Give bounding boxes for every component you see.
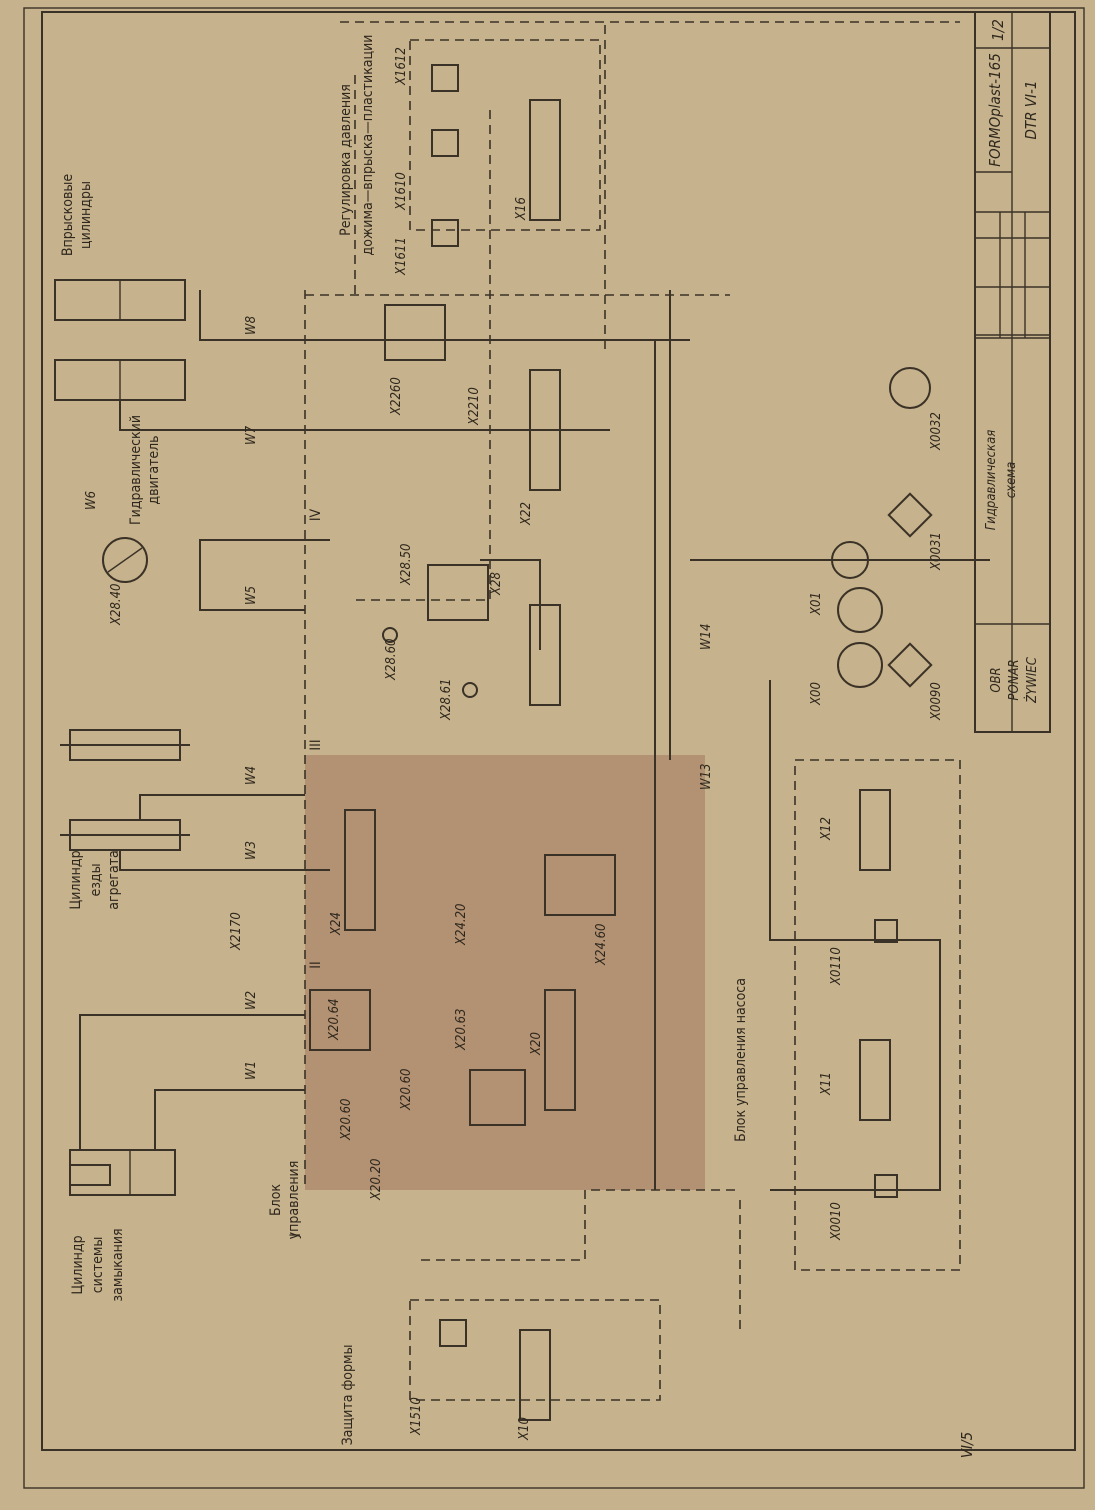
line-W8: W8 [244, 316, 259, 335]
valves [309, 64, 933, 1421]
line-W3: W3 [244, 841, 259, 860]
label-injection-cylinders-2: цилиндры [78, 181, 94, 249]
comp-X1510: X1510 [409, 1397, 424, 1436]
roman-IV: IV [308, 508, 324, 521]
comp-X20.63: X20.63 [454, 1009, 469, 1051]
line-W13: W13 [699, 764, 714, 790]
label-mould-protection: Защита формы [340, 1345, 356, 1446]
comp-X10: X10 [517, 1417, 532, 1441]
comp-X0090: X0090 [929, 682, 944, 721]
pipes [79, 21, 990, 1401]
comp-X1612: X1612 [394, 47, 409, 86]
comp-X20: X20 [529, 1032, 544, 1056]
roman-I: I [288, 1233, 304, 1237]
comp-X20.60-b: X20.60 [399, 1069, 414, 1111]
label-carriage-cylinder-1: Цилиндр [68, 850, 84, 909]
label-injection-cylinders-1: Впрысковые [60, 174, 76, 256]
hydraulic-motor [102, 537, 148, 583]
comp-X24.20: X24.20 [454, 904, 469, 946]
comp-X28.60: X28.60 [384, 639, 399, 681]
comp-X24: X24 [329, 912, 344, 936]
comp-X0032: X0032 [929, 412, 944, 451]
sheet-number: 1/2 [989, 19, 1007, 41]
label-control-block-2: управления [286, 1161, 302, 1240]
comp-X22: X22 [519, 502, 534, 526]
comp-X0110: X0110 [829, 947, 844, 986]
comp-X20.60: X20.60 [339, 1099, 354, 1141]
comp-X28.50: X28.50 [399, 544, 414, 586]
roman-III: III [308, 739, 324, 750]
label-pressure-control-2: дожима—впрыска—пластикации [360, 35, 376, 256]
line-W4: W4 [244, 766, 259, 785]
outer-border [23, 7, 1085, 1489]
injection-cylinders [54, 279, 186, 401]
label-clamp-cylinder-3: замыкания [110, 1228, 126, 1301]
document-code: DTR VI-1 [1022, 81, 1040, 140]
carriage-cylinders [60, 729, 190, 851]
label-pressure-control-1: Регулировка давления [338, 84, 354, 236]
drawing-title-line1: Гидравлическая [984, 430, 999, 531]
roman-II: II [308, 961, 324, 968]
comp-X28: X28 [489, 572, 504, 596]
line-W6: W6 [84, 491, 99, 510]
title-block: FORMOplast-165 1/2 DTR VI-1 Гидравлическ… [974, 11, 1051, 733]
label-carriage-cylinder-3: агрегата [106, 850, 122, 909]
label-pump-control-block: Блок управления насоса [733, 978, 749, 1142]
line-W5: W5 [244, 586, 259, 605]
comp-X28.61: X28.61 [439, 679, 454, 721]
comp-X2260: X2260 [389, 377, 404, 416]
line-W2: W2 [244, 991, 259, 1010]
comp-X0031: X0031 [929, 532, 944, 571]
comp-X00: X00 [809, 682, 824, 706]
line-labels: W1 W2 W3 W4 W5 W6 W7 W8 W13 W14 [84, 316, 714, 1080]
drawing-title-line2: схема [1004, 462, 1019, 499]
label-control-block-1: Блок [268, 1184, 284, 1216]
comp-X20.20: X20.20 [369, 1159, 384, 1201]
comp-X1611: X1611 [394, 237, 409, 276]
inner-border [41, 11, 1076, 1451]
org-line1: OBR [989, 667, 1004, 692]
group-labels: Цилиндр системы замыкания Цилиндр езды а… [60, 35, 749, 1446]
org-line2: PONAR [1007, 659, 1022, 700]
component-labels: X20.60 X20.20 X20.64 X20.60 X20.63 X20 X… [109, 47, 944, 1441]
comp-X28.40: X28.40 [109, 584, 124, 626]
line-W1: W1 [244, 1061, 259, 1080]
org-line3: ŻYWIEC [1024, 656, 1040, 704]
product-name: FORMOplast-165 [986, 53, 1004, 167]
label-carriage-cylinder-2: езды [88, 863, 104, 896]
comp-X11: X11 [819, 1072, 834, 1096]
page-number: VI/5 [958, 1432, 976, 1458]
control-block-shading [305, 755, 705, 1190]
label-clamp-cylinder-1: Цилиндр [70, 1235, 86, 1294]
line-W14: W14 [699, 624, 714, 650]
comp-X01: X01 [809, 592, 824, 616]
label-hydraulic-motor-1: Гидравлический [128, 415, 144, 525]
comp-X20.64: X20.64 [327, 999, 342, 1041]
comp-X0010: X0010 [829, 1202, 844, 1241]
label-hydraulic-motor-2: двигатель [146, 435, 162, 504]
line-W7: W7 [244, 425, 259, 445]
label-clamp-cylinder-2: системы [90, 1237, 106, 1294]
comp-X24.60: X24.60 [594, 924, 609, 966]
clamp-cylinder [69, 1149, 176, 1196]
comp-X16: X16 [514, 197, 529, 221]
comp-X1610: X1610 [394, 172, 409, 211]
comp-X2170: X2170 [229, 912, 244, 951]
comp-X12: X12 [819, 817, 834, 841]
comp-X2210: X2210 [467, 387, 482, 426]
